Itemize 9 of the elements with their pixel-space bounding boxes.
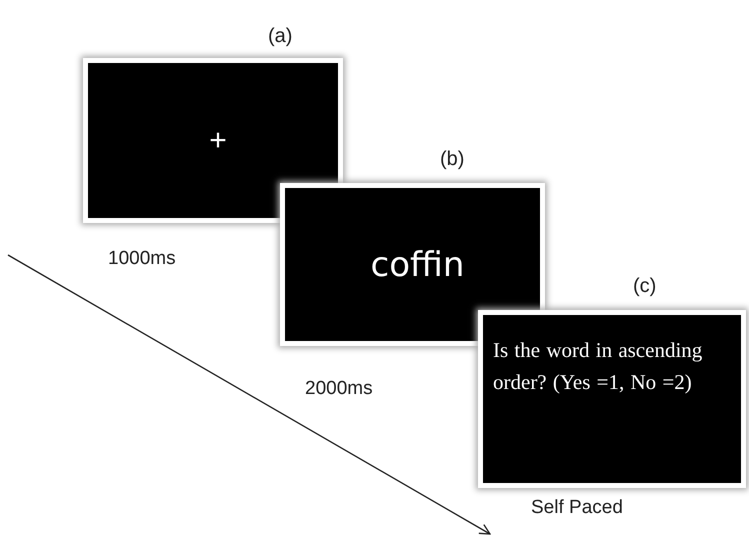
stimulus-text: + — [208, 122, 228, 158]
panel-label: (c) — [633, 275, 656, 298]
duration-label: Self Paced — [531, 497, 623, 519]
panel-label: (b) — [440, 148, 464, 171]
stimulus-text: coffin — [370, 244, 466, 286]
stimulus-text: Is the word in ascending order? (Yes =1, No =2) — [493, 337, 704, 396]
duration-label: 1000ms — [108, 248, 176, 270]
duration-label: 2000ms — [305, 378, 373, 400]
panel-label: (a) — [268, 25, 292, 48]
